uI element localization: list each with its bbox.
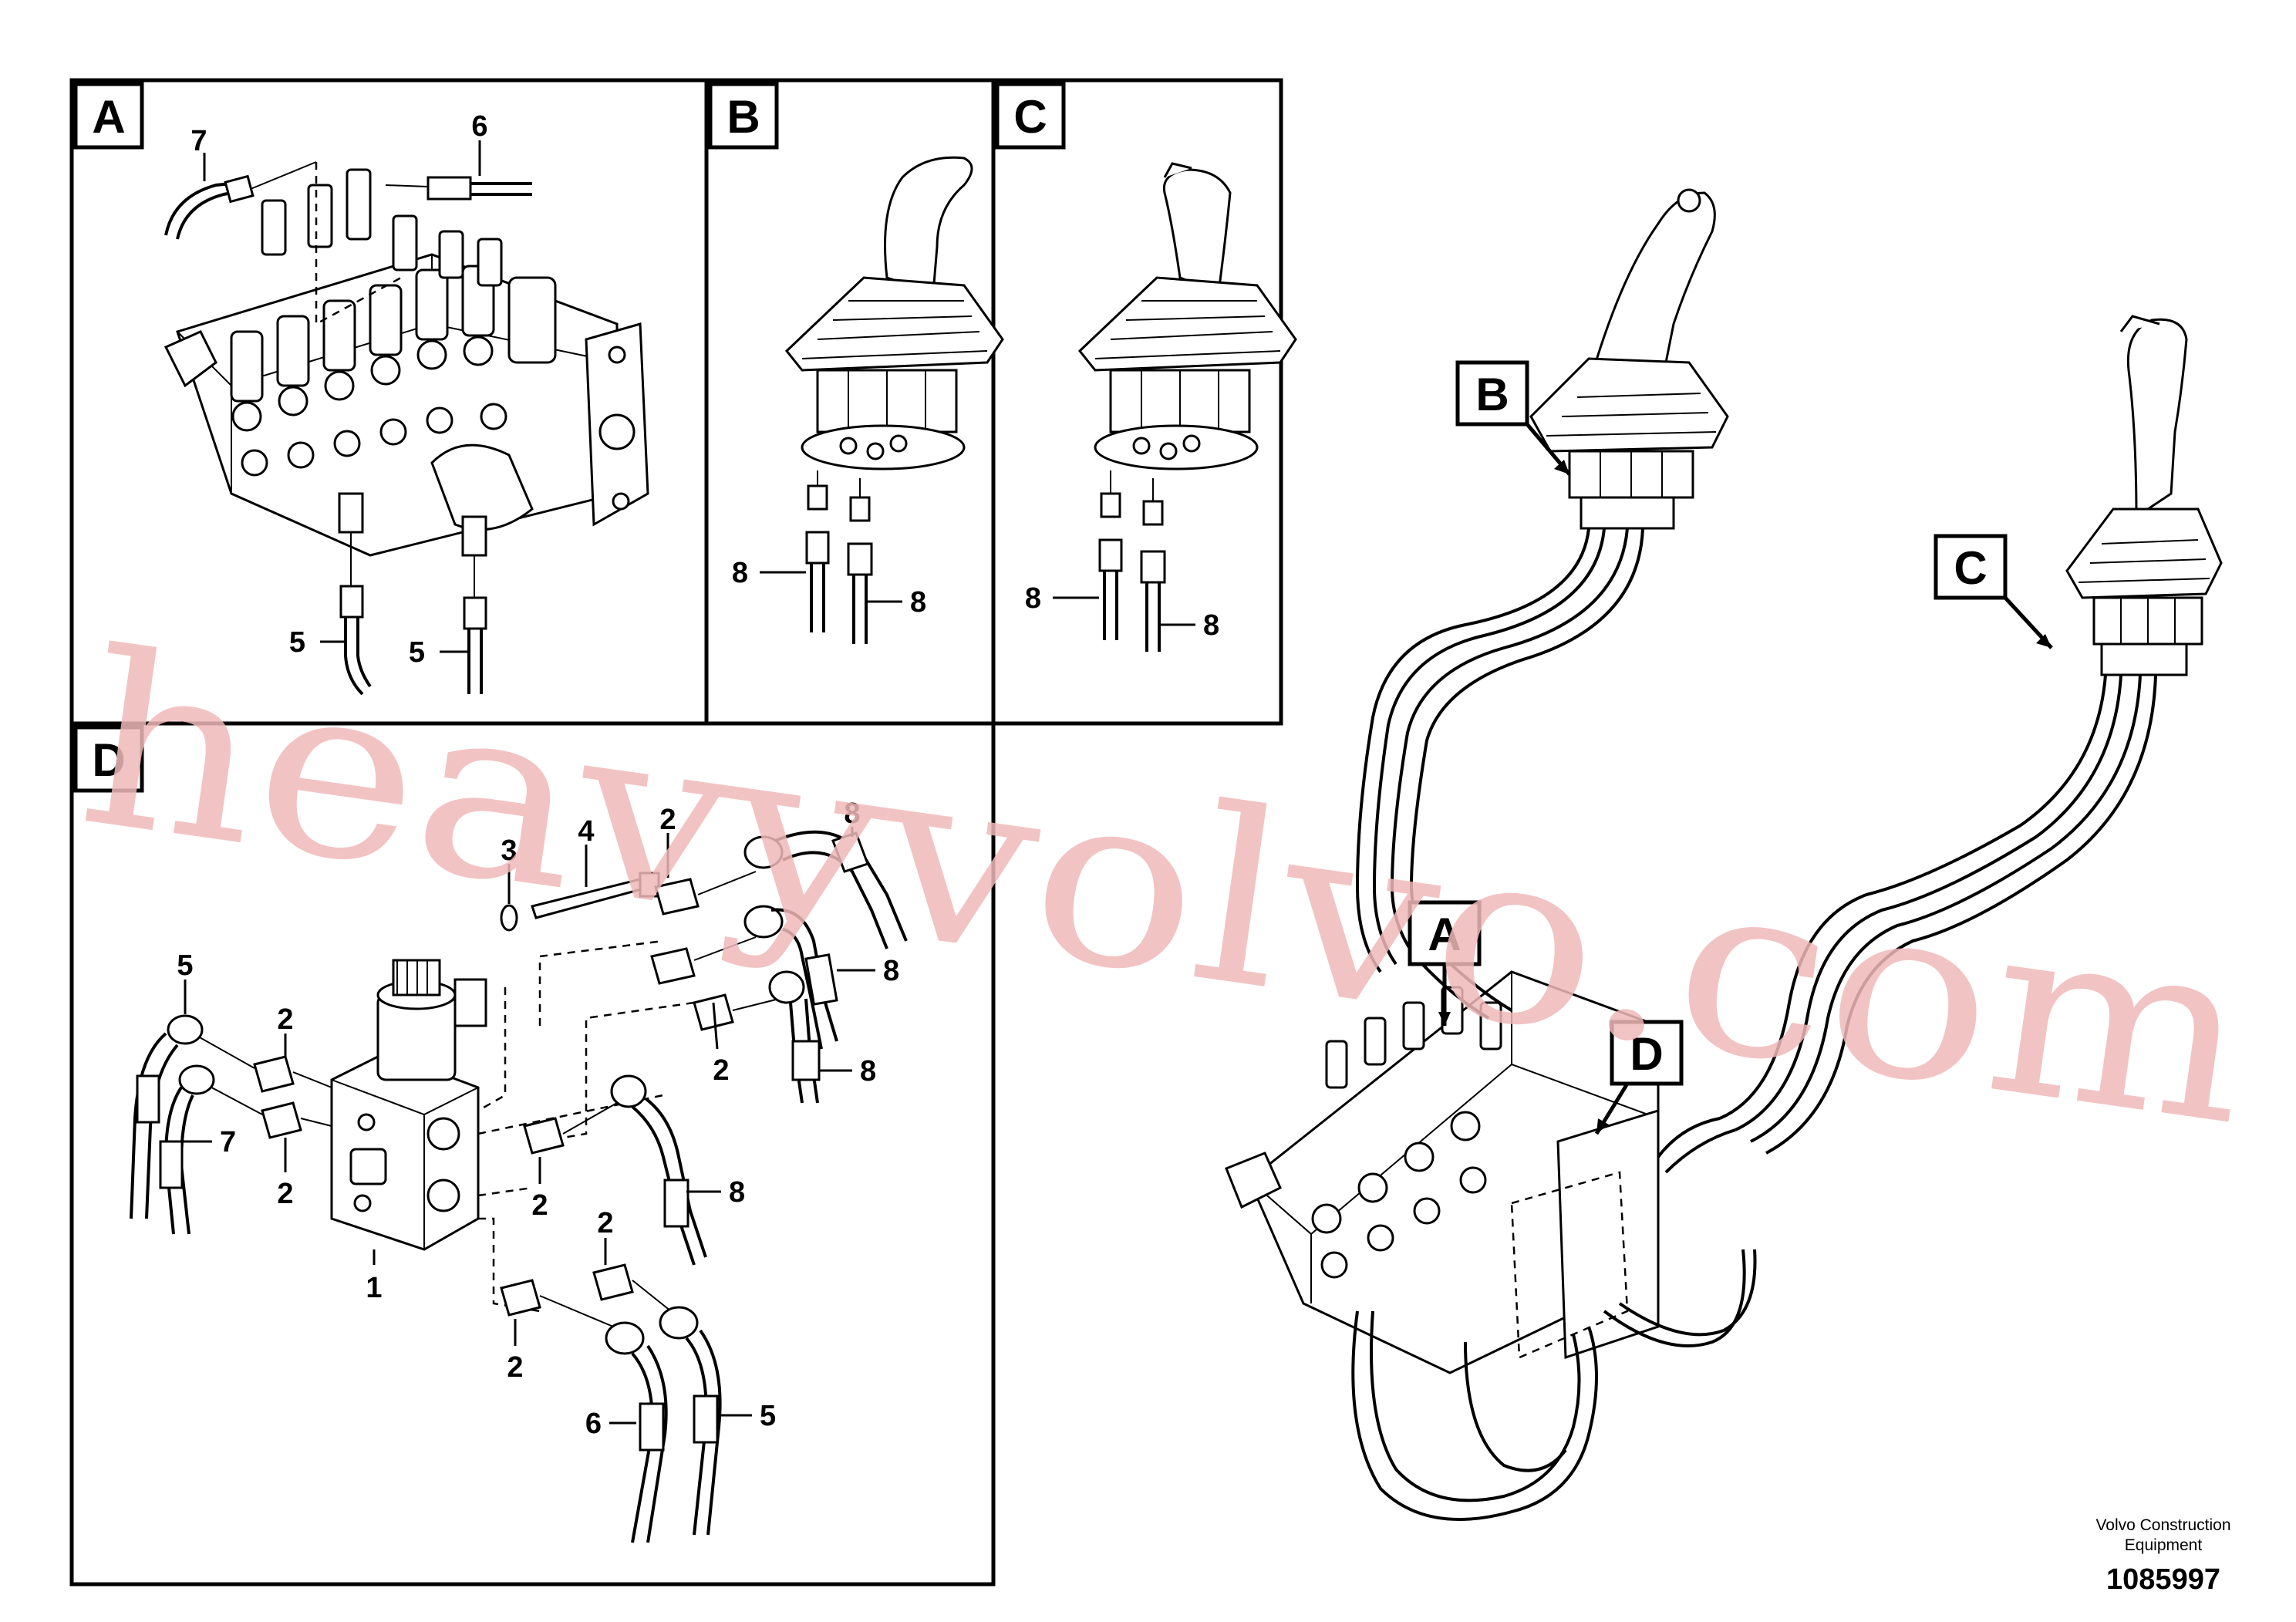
svg-text:2: 2 [659,804,676,836]
svg-text:C: C [1013,91,1047,143]
svg-text:6: 6 [471,110,487,143]
svg-text:1: 1 [366,1272,382,1304]
svg-text:8: 8 [1203,609,1219,642]
svg-text:B: B [1475,369,1509,420]
svg-text:2: 2 [597,1207,613,1239]
svg-text:D: D [92,734,125,786]
svg-text:8: 8 [860,1055,876,1088]
svg-text:B: B [727,91,760,143]
panel-b-joystick-drawing [784,156,1004,644]
svg-text:5: 5 [760,1400,776,1432]
panel-a-callouts: 7 6 5 5 [190,110,487,669]
overview-tag-a: A [1408,900,1482,1026]
svg-text:2: 2 [531,1189,548,1222]
overview-tag-d: D [1594,1020,1684,1135]
svg-text:5: 5 [409,636,425,669]
panel-a-tag: A [73,82,144,150]
brand-line-2: Equipment [2125,1536,2203,1554]
svg-text:5: 5 [177,949,193,982]
svg-text:7: 7 [220,1126,236,1158]
svg-text:D: D [1630,1028,1663,1080]
panel-frames [69,78,1283,1587]
svg-text:A: A [1428,909,1461,960]
panel-c-tag: C [995,82,1066,150]
panel-b-callouts: 8 8 [732,557,926,619]
drawing-number: 1085997 [2106,1563,2220,1596]
brand-line-1: Volvo Construction [2095,1516,2230,1534]
svg-text:3: 3 [501,835,517,867]
svg-text:8: 8 [729,1176,745,1209]
svg-text:A: A [92,91,125,143]
svg-text:8: 8 [910,586,926,619]
svg-text:8: 8 [732,557,748,589]
svg-text:2: 2 [277,1178,293,1210]
panel-d-solenoid-drawing [130,830,908,1543]
panel-a-valve-drawing [164,161,649,696]
svg-text:2: 2 [277,1003,293,1036]
svg-text:6: 6 [585,1408,602,1440]
panel-c-callouts: 8 8 [1025,582,1219,642]
svg-text:7: 7 [190,125,207,157]
svg-text:8: 8 [844,798,860,830]
svg-text:2: 2 [713,1054,729,1087]
panel-b-tag: B [708,82,779,150]
panel-d-tag: D [73,725,144,793]
svg-text:C: C [1954,542,1987,594]
overview-assembly-drawing [1225,188,2223,1521]
svg-text:8: 8 [1025,582,1041,615]
svg-text:4: 4 [578,815,594,848]
panel-d-callouts: 3 4 2 8 8 8 8 5 2 2 7 1 2 2 2 2 6 5 [177,798,899,1440]
footer-block: Volvo Construction Equipment 1085997 [2095,1516,2230,1596]
overview-tag-c: C [1934,534,2053,649]
panel-c-joystick-drawing [1077,162,1297,652]
svg-text:5: 5 [289,626,305,659]
svg-text:8: 8 [883,955,899,987]
svg-text:2: 2 [507,1351,523,1384]
overview-tag-b: B [1455,360,1571,476]
